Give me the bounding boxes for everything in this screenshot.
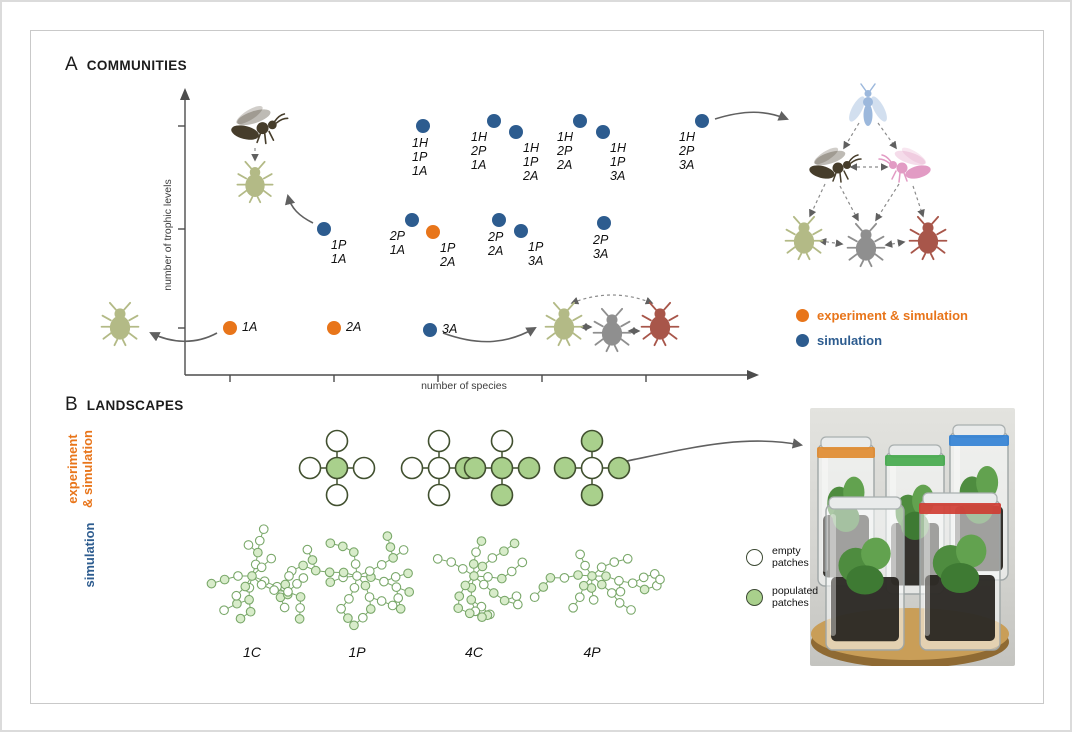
green-aphid-icon <box>784 215 824 261</box>
y-axis-label: number of trophic levels <box>162 179 174 291</box>
grey-aphid-icon <box>846 222 886 268</box>
panel-a-heading: A COMMUNITIES <box>65 54 187 76</box>
simulation-dot-icon <box>796 334 809 347</box>
landscape-label-4C: 4C <box>465 644 483 660</box>
axes <box>178 98 749 382</box>
legend-item-experiment: experiment & simulation <box>796 308 968 323</box>
point-dot <box>223 321 237 335</box>
cross-landscape-1C <box>298 429 376 507</box>
row-label-simulation: simulation <box>82 522 97 588</box>
communities-legend: experiment & simulation simulation <box>796 308 968 348</box>
dendritic-landscape-1C <box>206 524 309 624</box>
experiment-dot-icon <box>796 309 809 322</box>
pink-wasp-icon <box>878 144 933 183</box>
legend-item-simulation: simulation <box>796 333 968 348</box>
point-dot <box>405 213 419 227</box>
legend-item-empty: empty patches <box>746 545 818 569</box>
point-label: 1H 1P 2A <box>523 141 539 183</box>
jars-group <box>817 424 1009 651</box>
x-axis-arrowhead <box>747 370 759 380</box>
landscape-label-4P: 4P <box>583 644 601 660</box>
green-aphid-icon <box>236 160 274 204</box>
point-dot <box>596 125 610 139</box>
point-label: 2P 2A <box>488 230 504 258</box>
point-label: 2P 1A <box>389 229 405 257</box>
dendritic-landscape-4C <box>432 536 528 622</box>
point-label: 1H 1P 3A <box>610 141 626 183</box>
panel-b-title: LANDSCAPES <box>86 398 184 413</box>
mesocosm-photo <box>810 408 1015 666</box>
point-dot <box>597 216 611 230</box>
point-dot <box>492 213 506 227</box>
point-label: 1P 3A <box>528 240 544 268</box>
panel-a-title: COMMUNITIES <box>86 58 188 73</box>
point-dot <box>317 222 331 236</box>
point-dot <box>327 321 341 335</box>
point-label: 2A <box>346 320 362 334</box>
point-label: 2P 3A <box>593 233 609 261</box>
panel-b-tag: B <box>65 394 78 415</box>
y-axis-arrowhead <box>180 88 190 100</box>
point-dot <box>423 323 437 337</box>
point-label: 3A <box>442 322 458 336</box>
point-dot <box>487 114 501 128</box>
point-label: 1H 2P 3A <box>679 130 695 172</box>
populated-patch-icon <box>746 588 763 606</box>
foodweb-links <box>251 122 925 335</box>
point-label: 1P 1A <box>331 238 347 266</box>
point-dot <box>514 224 528 238</box>
empty-patch-icon <box>746 548 763 566</box>
cross-landscape-4P <box>553 429 631 507</box>
point-dot <box>509 125 523 139</box>
landscape-label-1C: 1C <box>243 644 261 660</box>
panel-b-heading: B LANDSCAPES <box>65 394 184 416</box>
point-label: 1H 2P 1A <box>471 130 487 172</box>
green-aphid-icon <box>544 301 584 347</box>
legend-label: experiment & simulation <box>817 308 968 323</box>
dendritic-landscape-1P <box>284 531 415 631</box>
point-dot <box>573 114 587 128</box>
landscape-label-1P: 1P <box>348 644 366 660</box>
hyperparasitoid-icon <box>845 83 891 127</box>
legend-item-populated: populated patches <box>746 585 818 609</box>
green-aphid-icon <box>100 301 140 347</box>
row-label-experiment: experiment & simulation <box>65 430 95 509</box>
point-label: 1H 2P 2A <box>557 130 573 172</box>
point-dot <box>416 119 430 133</box>
panel-a-tag: A <box>65 54 78 75</box>
point-dot <box>426 225 440 239</box>
cross-landscape-4C <box>463 429 541 507</box>
red-aphid-icon <box>908 215 948 261</box>
legend-label: simulation <box>817 333 883 348</box>
x-axis-label: number of species <box>421 380 507 392</box>
patches-legend: empty patches populated patches <box>746 545 818 609</box>
dendritic-landscape-4P <box>529 549 665 615</box>
parasitoid-wasp-icon <box>228 102 289 145</box>
grey-aphid-icon <box>592 307 632 353</box>
point-label: 1A <box>242 320 258 334</box>
legend-label: populated patches <box>772 585 819 609</box>
callout-arrows <box>149 111 804 462</box>
legend-label: empty patches <box>772 545 809 569</box>
dark-wasp-icon <box>807 144 862 183</box>
red-aphid-icon <box>640 301 680 347</box>
point-dot <box>695 114 709 128</box>
point-label: 1H 1P 1A <box>412 136 428 178</box>
point-label: 1P 2A <box>440 241 456 269</box>
